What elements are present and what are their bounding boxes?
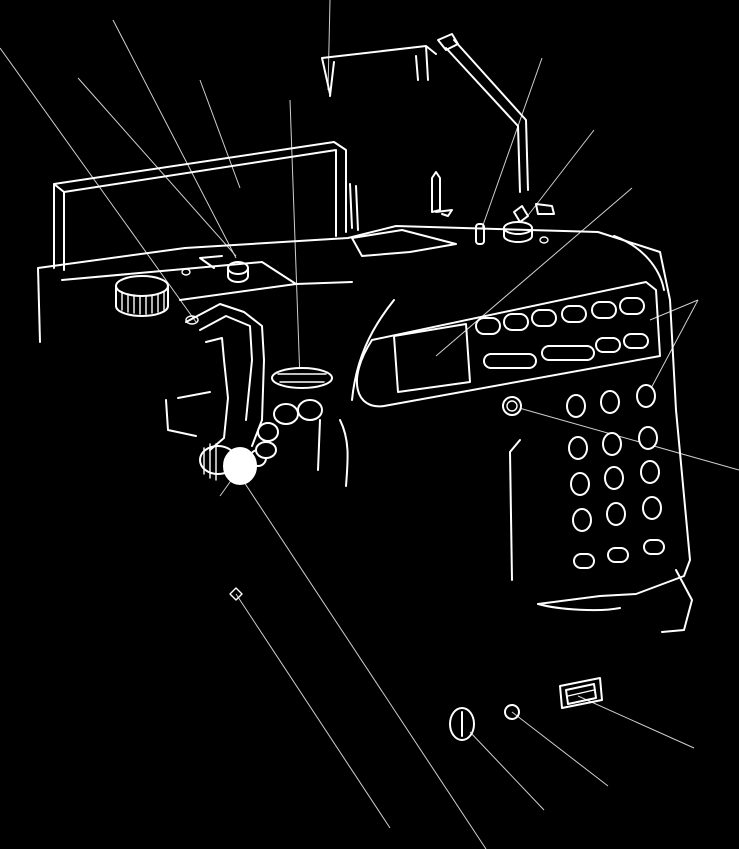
leader-line xyxy=(577,695,695,749)
leader-line xyxy=(0,47,197,323)
power-cord-socket xyxy=(449,707,475,741)
leader-line xyxy=(77,77,237,257)
leader-line xyxy=(469,731,545,811)
leader-line xyxy=(289,99,301,381)
spool-pin xyxy=(431,171,453,217)
leader-line xyxy=(112,19,237,259)
leader-line xyxy=(435,187,633,357)
leader-line xyxy=(481,57,543,229)
leader-line xyxy=(327,0,331,91)
top-cover xyxy=(53,141,359,271)
control-panel xyxy=(356,281,661,408)
foot-controller-marker xyxy=(229,587,243,601)
leader-line xyxy=(243,481,487,849)
pattern-select-buttons xyxy=(566,384,665,569)
power-switch xyxy=(559,677,603,709)
leader-line xyxy=(511,405,739,471)
leader-line xyxy=(235,593,391,829)
lcd-display xyxy=(393,323,471,393)
bobbin-winder xyxy=(503,203,555,244)
machine-body xyxy=(37,225,693,633)
leader-line xyxy=(511,711,609,787)
foot-controller-jack xyxy=(504,704,520,720)
thread-guide xyxy=(321,33,529,193)
presser-foot-pressure-dial xyxy=(115,275,169,317)
function-button-row xyxy=(475,297,649,369)
leader-line xyxy=(199,79,241,189)
thread-take-up-guide xyxy=(475,223,485,245)
thread-tension-dial xyxy=(181,255,249,325)
start-stop-button xyxy=(502,396,522,416)
side-buttons xyxy=(255,367,333,459)
handwheel xyxy=(199,443,267,485)
presser-foot-lever xyxy=(165,303,265,451)
